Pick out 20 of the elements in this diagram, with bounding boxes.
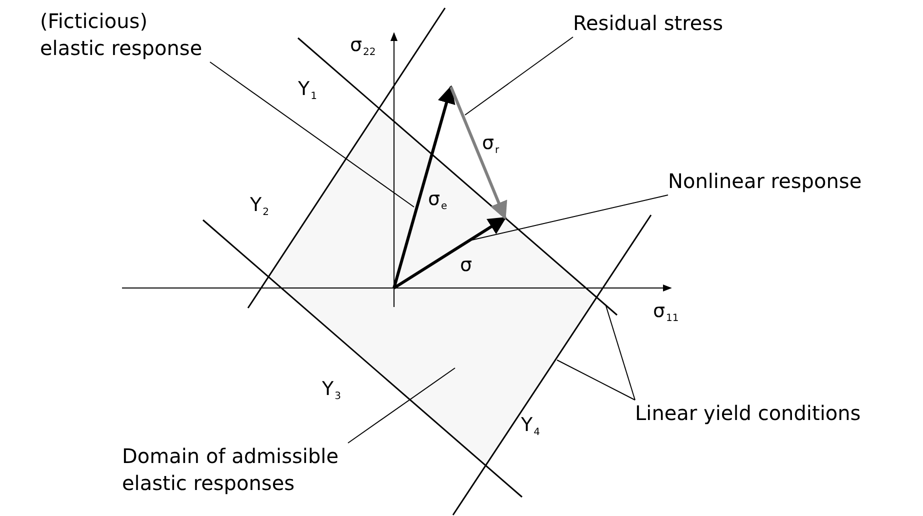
leader-line	[348, 368, 456, 444]
leader-line	[472, 194, 668, 240]
yield-line-label: Y$_{3}$	[322, 380, 341, 402]
yield-line-label: Y$_{4}$	[521, 416, 540, 438]
callout-text: Linear yield conditions	[635, 400, 920, 427]
callout-text: Residual stress	[573, 10, 793, 37]
yield-line-label: Y$_{1}$	[298, 80, 317, 102]
leader-line	[556, 360, 636, 400]
vector-label: σ$_{e}$	[428, 190, 448, 212]
axis-label: σ$_{22}$	[350, 36, 376, 58]
vector-label: σ	[460, 256, 472, 275]
callout-text: Nonlinear response	[668, 168, 918, 195]
leader-line	[606, 306, 636, 400]
leader-line	[464, 36, 574, 116]
callout-text: Domain of admissible elastic responses	[122, 443, 348, 497]
vector-label: σ$_{r}$	[482, 134, 500, 156]
axis-label: σ$_{11}$	[653, 302, 679, 324]
callout-text: (Ficticious) elastic response	[40, 8, 210, 62]
leader-line	[210, 62, 414, 208]
yield-line-label: Y$_{2}$	[250, 196, 269, 218]
